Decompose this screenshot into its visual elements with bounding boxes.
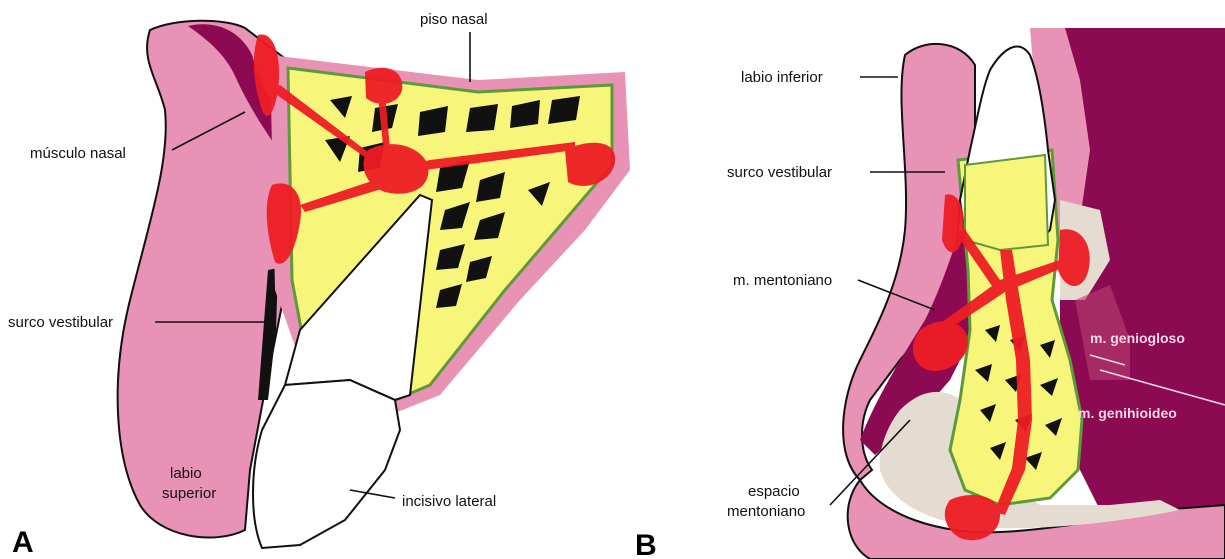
panel-letter-a: A — [12, 526, 34, 559]
label-espacio-mentoniano-2: mentoniano — [727, 503, 805, 520]
label-labio-superior-1: labio — [170, 465, 202, 482]
incisivo-lateral-shape — [253, 380, 400, 548]
label-musculo-nasal: músculo nasal — [30, 145, 126, 162]
pulpa-b — [965, 155, 1048, 250]
label-m-mentoniano: m. mentoniano — [733, 272, 832, 289]
label-piso-nasal: piso nasal — [420, 11, 488, 28]
label-espacio-mentoniano-1: espacio — [748, 483, 800, 500]
label-m-genihioideo: m. genihioideo — [1078, 405, 1177, 421]
panel-letter-b: B — [635, 529, 657, 559]
panel-a: piso nasal músculo nasal surco vestibula… — [8, 11, 630, 559]
label-surco-vestibular-a: surco vestibular — [8, 314, 113, 331]
label-labio-superior-2: superior — [162, 485, 216, 502]
panel-b: labio inferior surco vestibular m. mento… — [635, 28, 1225, 559]
label-labio-inferior: labio inferior — [741, 69, 823, 86]
label-surco-vestibular-b: surco vestibular — [727, 164, 832, 181]
label-m-geniogloso: m. geniogloso — [1090, 330, 1185, 346]
label-incisivo-lateral: incisivo lateral — [402, 493, 496, 510]
